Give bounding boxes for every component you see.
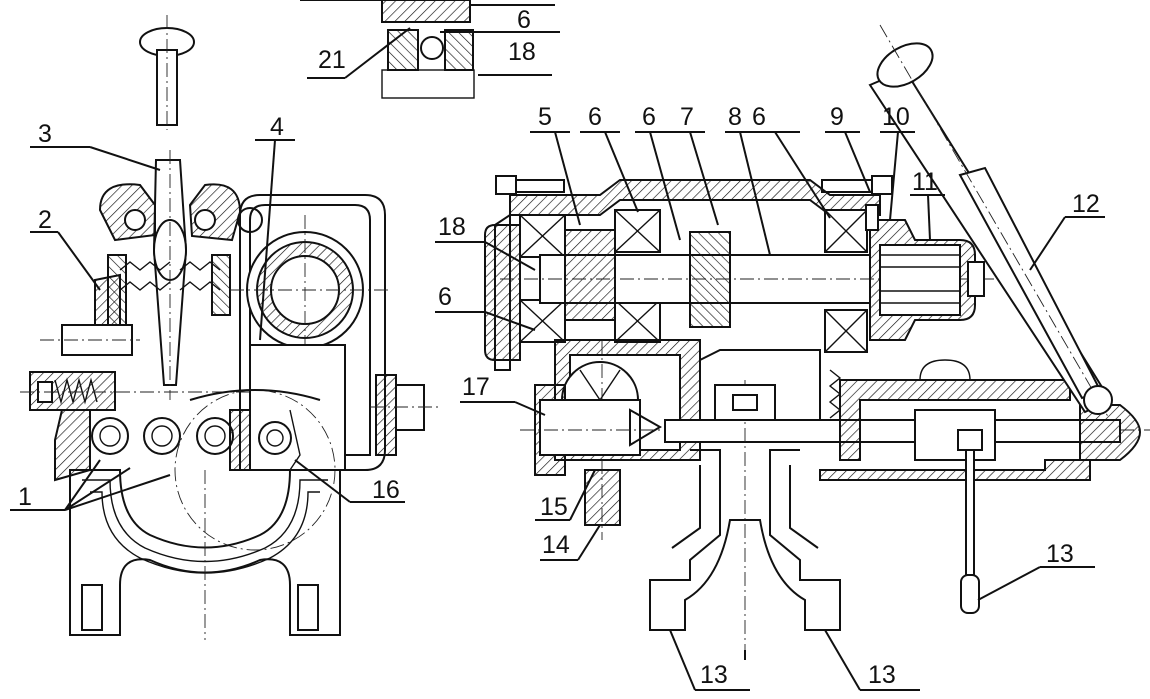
label-1: 1: [18, 483, 32, 511]
label-10: 10: [882, 103, 910, 131]
label-14: 14: [542, 531, 570, 559]
callout-labels: 4 6 21 18 3 4 2 1 16 5 6 6 7 8 6 9 10 11…: [18, 6, 1100, 689]
label-6-b: 6: [642, 103, 656, 131]
label-18: 18: [438, 213, 466, 241]
label-13-handle: 13: [1046, 540, 1074, 568]
label-15: 15: [540, 493, 568, 521]
leader-lines: [10, 131, 1105, 691]
label-13-right: 13: [868, 661, 896, 689]
label-3: 3: [38, 120, 52, 148]
label-6-inset: 6: [517, 6, 531, 34]
label-6-a: 6: [588, 103, 602, 131]
label-2: 2: [38, 206, 52, 234]
label-4: 4: [270, 113, 284, 141]
label-6-d: 6: [438, 283, 452, 311]
label-16: 16: [372, 476, 400, 504]
label-11: 11: [912, 168, 938, 196]
label-12: 12: [1072, 190, 1100, 218]
label-13-left: 13: [700, 661, 728, 689]
label-5: 5: [538, 103, 552, 131]
label-6-c: 6: [752, 103, 766, 131]
label-9: 9: [830, 103, 844, 131]
right-assembly: [484, 24, 1150, 650]
label-8: 8: [728, 103, 742, 131]
label-17: 17: [462, 373, 490, 401]
label-18-inset: 18: [508, 38, 536, 66]
label-21: 21: [318, 46, 346, 74]
left-assembly: [20, 15, 440, 640]
label-7: 7: [680, 103, 694, 131]
detail-inset: [300, 0, 560, 99]
